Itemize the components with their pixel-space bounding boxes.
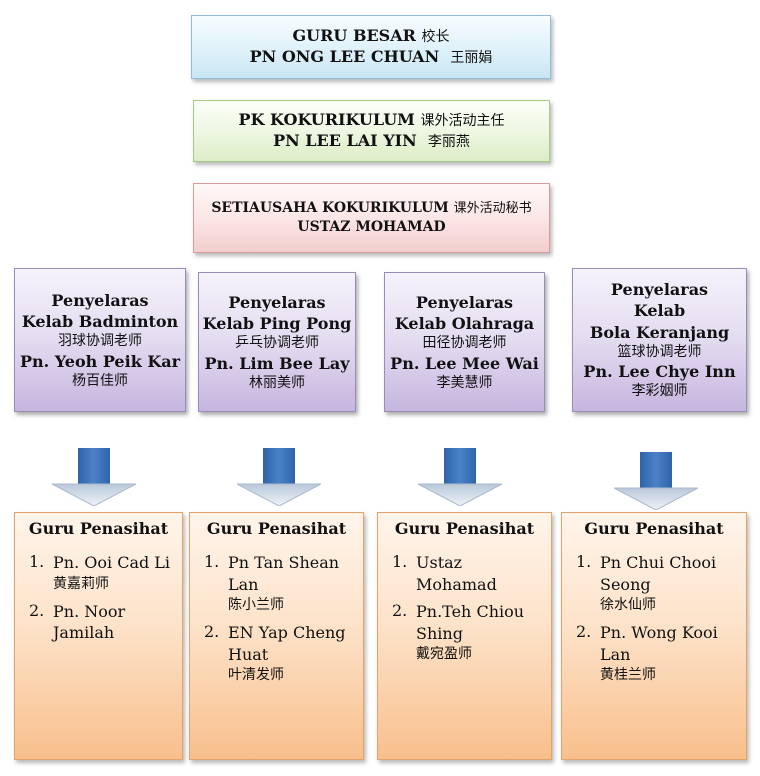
list-item: 2. Pn. Noor Jamilah xyxy=(29,601,182,644)
advisor-name-line: Pn Chui Chooi xyxy=(600,553,717,572)
list-item: 1. Pn. Ooi Cad Li 黄嘉莉师 xyxy=(29,552,182,595)
setiausaha-title-zh: 课外活动秘书 xyxy=(453,201,532,217)
advisor-box-2: Guru Penasihat 1. Pn Tan Shean Lan 陈小兰师 … xyxy=(189,512,364,760)
advisor-title-1: Guru Penasihat xyxy=(28,519,169,538)
list-number: 2. xyxy=(204,622,220,642)
list-number: 2. xyxy=(29,600,45,620)
list-number: 2. xyxy=(576,622,592,642)
coordinator-box-ping-pong: Penyelaras Kelab Ping Pong 乒乓协调老师 Pn. Li… xyxy=(198,272,356,412)
coordinator-name-zh-2: 林丽美师 xyxy=(249,374,305,391)
list-number: 1. xyxy=(29,552,45,571)
setiausaha-box: SETIAUSAHA KOKURIKULUM 课外活动秘书 USTAZ MOHA… xyxy=(193,183,550,253)
headmaster-box: GURU BESAR 校长 PN ONG LEE CHUAN 王丽娟 xyxy=(191,15,551,79)
coordinator-club-4b: Bola Keranjang xyxy=(589,322,730,342)
list-item: 1. Pn Chui Chooi Seong 徐水仙师 xyxy=(576,552,746,616)
advisor-name-zh: 陈小兰师 xyxy=(228,597,284,614)
headmaster-name-line: PN ONG LEE CHUAN 王丽娟 xyxy=(250,47,493,68)
coordinator-box-olahraga: Penyelaras Kelab Olahraga 田径协调老师 Pn. Lee… xyxy=(384,272,545,412)
down-arrow-icon xyxy=(418,448,502,506)
list-item: 1. Ustaz Mohamad xyxy=(392,552,551,595)
advisor-name-line: Pn. Ooi Cad Li xyxy=(53,553,171,572)
coordinator-name-zh-4: 李彩姻师 xyxy=(631,383,688,400)
list-number: 1. xyxy=(576,552,592,571)
list-item: 2. EN Yap Cheng Huat 叶清发师 xyxy=(204,622,363,686)
advisor-title-2: Guru Penasihat xyxy=(206,519,347,538)
advisor-name-zh: 黄嘉莉师 xyxy=(53,575,109,592)
coordinator-club-1: Kelab Badminton xyxy=(21,311,179,331)
pk-title-zh: 课外活动主任 xyxy=(420,113,505,130)
coordinator-club-2: Kelab Ping Pong xyxy=(202,313,352,333)
headmaster-name-ms: PN ONG LEE CHUAN xyxy=(249,47,440,66)
pk-title-ms: PK KOKURIKULUM xyxy=(238,110,415,130)
advisor-name-line: Jamilah xyxy=(53,623,115,643)
advisor-name-line: Seong xyxy=(600,574,651,594)
advisor-list-1: 1. Pn. Ooi Cad Li 黄嘉莉师 2. Pn. Noor Jamil… xyxy=(29,552,182,650)
coordinator-label-4: Penyelaras xyxy=(610,280,709,300)
advisor-name-zh: 徐水仙师 xyxy=(600,597,656,614)
coordinator-club-3: Kelab Olahraga xyxy=(394,313,535,333)
advisor-name-zh: 黄桂兰师 xyxy=(600,667,656,684)
coordinator-role-zh-4: 篮球协调老师 xyxy=(617,343,702,360)
coordinator-club-4a: Kelab xyxy=(633,301,686,321)
advisor-name-line: Ustaz xyxy=(416,553,463,572)
down-arrow-icon xyxy=(52,448,136,506)
coordinator-name-4: Pn. Lee Chye Inn xyxy=(583,362,736,382)
advisor-name-line: Lan xyxy=(600,644,631,664)
pk-name-line: PN LEE LAI YIN 李丽燕 xyxy=(273,131,470,152)
down-arrow-icon xyxy=(614,452,698,510)
pk-kokurikulum-box: PK KOKURIKULUM 课外活动主任 PN LEE LAI YIN 李丽燕 xyxy=(193,100,550,162)
headmaster-title-zh: 校长 xyxy=(421,29,450,46)
advisor-name-line: Mohamad xyxy=(416,574,497,594)
advisor-name-line: Pn.Teh Chiou xyxy=(416,602,525,622)
setiausaha-name: USTAZ MOHAMAD xyxy=(297,219,446,236)
advisor-name-line: Huat xyxy=(228,644,269,664)
headmaster-title-ms: GURU BESAR xyxy=(292,26,416,46)
advisor-box-1: Guru Penasihat 1. Pn. Ooi Cad Li 黄嘉莉师 2.… xyxy=(14,512,183,760)
advisor-name-line: Pn. Noor xyxy=(53,601,126,621)
coordinator-role-zh-3: 田径协调老师 xyxy=(422,335,507,352)
pk-title-line: PK KOKURIKULUM 课外活动主任 xyxy=(239,110,505,131)
advisor-name-line: Pn Tan Shean xyxy=(228,553,340,572)
coordinator-box-bola-keranjang: Penyelaras Kelab Bola Keranjang 篮球协调老师 P… xyxy=(572,268,747,412)
pk-name-zh: 李丽燕 xyxy=(427,134,470,150)
coordinator-name-1: Pn. Yeoh Peik Kar xyxy=(19,351,181,371)
coordinator-name-zh-1: 杨百佳师 xyxy=(72,372,128,389)
list-item: 2. Pn.Teh Chiou Shing 戴宛盈师 xyxy=(392,601,551,665)
advisor-list-4: 1. Pn Chui Chooi Seong 徐水仙师 2. Pn. Wong … xyxy=(576,552,746,692)
coordinator-label-3: Penyelaras xyxy=(415,292,514,312)
advisor-name-zh: 戴宛盈师 xyxy=(416,646,472,663)
advisor-box-4: Guru Penasihat 1. Pn Chui Chooi Seong 徐水… xyxy=(561,512,747,760)
setiausaha-title-line: SETIAUSAHA KOKURIKULUM 课外活动秘书 xyxy=(211,199,531,218)
advisor-name-line: Lan xyxy=(228,574,259,594)
coordinator-role-zh-2: 乒乓协调老师 xyxy=(235,335,319,352)
list-number: 1. xyxy=(204,552,220,571)
coordinator-role-zh-1: 羽球协调老师 xyxy=(58,333,142,350)
advisor-list-3: 1. Ustaz Mohamad 2. Pn.Teh Chiou Shing 戴… xyxy=(392,552,551,671)
coordinator-name-2: Pn. Lim Bee Lay xyxy=(204,353,350,373)
list-number: 1. xyxy=(392,552,408,571)
list-number: 2. xyxy=(392,601,408,621)
coordinator-name-zh-3: 李美慧师 xyxy=(436,374,493,391)
coordinator-name-3: Pn. Lee Mee Wai xyxy=(390,353,539,373)
coordinator-label-2: Penyelaras xyxy=(228,292,326,312)
coordinator-label-1: Penyelaras xyxy=(51,290,149,310)
pk-name-ms: PN LEE LAI YIN xyxy=(273,131,417,150)
advisor-title-3: Guru Penasihat xyxy=(394,519,535,538)
list-item: 1. Pn Tan Shean Lan 陈小兰师 xyxy=(204,552,363,616)
advisor-name-zh: 叶清发师 xyxy=(228,667,284,684)
advisor-name-line: Pn. Wong Kooi xyxy=(600,623,718,643)
headmaster-title-line: GURU BESAR 校长 xyxy=(293,26,450,47)
advisor-name-line: Shing xyxy=(416,623,463,643)
advisor-box-3: Guru Penasihat 1. Ustaz Mohamad 2. Pn.Te… xyxy=(377,512,552,760)
list-item: 2. Pn. Wong Kooi Lan 黄桂兰师 xyxy=(576,622,746,686)
down-arrow-icon xyxy=(237,448,321,506)
advisor-list-2: 1. Pn Tan Shean Lan 陈小兰师 2. EN Yap Cheng… xyxy=(204,552,363,692)
coordinator-box-badminton: Penyelaras Kelab Badminton 羽球协调老师 Pn. Ye… xyxy=(14,268,186,412)
advisor-title-4: Guru Penasihat xyxy=(584,519,724,538)
headmaster-name-zh: 王丽娟 xyxy=(450,50,493,66)
advisor-name-line: EN Yap Cheng xyxy=(228,623,346,643)
setiausaha-title-ms: SETIAUSAHA KOKURIKULUM xyxy=(211,200,449,217)
